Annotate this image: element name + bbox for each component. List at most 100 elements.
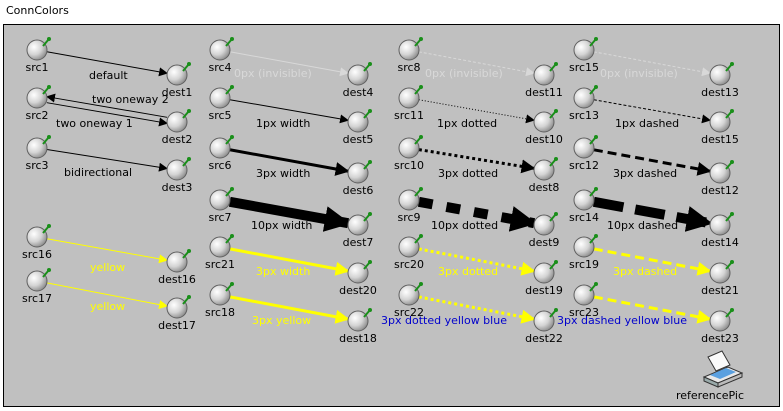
connection-src6-dest6[interactable] bbox=[229, 148, 350, 176]
node-src22[interactable] bbox=[398, 282, 423, 306]
node-label: src10 bbox=[393, 159, 425, 172]
node-dest23[interactable] bbox=[709, 308, 734, 332]
node-src15[interactable] bbox=[573, 37, 598, 61]
connection-src22-dest22[interactable] bbox=[418, 295, 536, 324]
connection-src5-dest5[interactable] bbox=[229, 99, 350, 124]
node-label: dest8 bbox=[528, 181, 560, 194]
node-dest13[interactable] bbox=[709, 62, 734, 86]
connection-layer bbox=[26, 37, 734, 332]
node-src2[interactable] bbox=[26, 85, 51, 109]
node-src4[interactable] bbox=[209, 37, 234, 61]
node-src13[interactable] bbox=[573, 85, 598, 109]
node-label: src15 bbox=[568, 61, 600, 74]
connection-label: 3px width bbox=[256, 265, 311, 278]
connection-label: 3px dotted bbox=[438, 265, 499, 278]
node-src14[interactable] bbox=[573, 187, 598, 211]
node-dest17[interactable] bbox=[166, 295, 191, 319]
node-dest11[interactable] bbox=[533, 62, 558, 86]
node-dest12[interactable] bbox=[709, 160, 734, 184]
connection-label: 0px (invisible) bbox=[234, 67, 312, 80]
node-src1[interactable] bbox=[26, 37, 51, 61]
node-dest3[interactable] bbox=[166, 157, 191, 181]
node-dest5[interactable] bbox=[347, 109, 372, 133]
connection-src12-dest12[interactable] bbox=[593, 148, 712, 176]
node-src6[interactable] bbox=[209, 135, 234, 159]
connection-src7-dest7[interactable] bbox=[228, 196, 351, 232]
connection-src1-dest1[interactable] bbox=[46, 51, 169, 77]
scanner-icon bbox=[702, 350, 744, 388]
connection-label: 3px dotted yellow blue bbox=[381, 314, 507, 327]
node-src3[interactable] bbox=[26, 135, 51, 159]
connection-src10-dest8[interactable] bbox=[418, 148, 536, 174]
node-dest2[interactable] bbox=[166, 109, 191, 133]
node-dest15[interactable] bbox=[709, 109, 734, 133]
node-dest14[interactable] bbox=[709, 212, 734, 236]
node-src16[interactable] bbox=[26, 224, 51, 248]
node-label: src5 bbox=[208, 109, 232, 122]
node-dest20[interactable] bbox=[347, 260, 372, 284]
node-dest19[interactable] bbox=[533, 260, 558, 284]
node-label: dest1 bbox=[161, 86, 193, 99]
node-src20[interactable] bbox=[398, 234, 423, 258]
node-label: src2 bbox=[25, 109, 49, 122]
node-src8[interactable] bbox=[398, 37, 423, 61]
connection-src4-dest4[interactable] bbox=[229, 51, 350, 77]
node-label: src20 bbox=[393, 258, 425, 271]
node-src21[interactable] bbox=[209, 234, 234, 258]
connection-src17-dest17[interactable] bbox=[46, 282, 169, 309]
node-dest9[interactable] bbox=[533, 212, 558, 236]
node-label: src7 bbox=[208, 211, 232, 224]
node-src17[interactable] bbox=[26, 268, 51, 292]
node-src12[interactable] bbox=[573, 135, 598, 159]
node-src9[interactable] bbox=[398, 187, 423, 211]
node-label: src19 bbox=[568, 258, 600, 271]
connection-src21-dest20[interactable] bbox=[229, 247, 350, 276]
connection-label: 3px dashed bbox=[613, 167, 678, 180]
node-label: dest16 bbox=[158, 273, 196, 286]
node-src19[interactable] bbox=[573, 234, 598, 258]
node-label: src22 bbox=[393, 306, 425, 319]
node-label: src12 bbox=[568, 159, 600, 172]
connection-src2-dest2[interactable] bbox=[46, 102, 169, 127]
connection-src9-dest9[interactable] bbox=[417, 196, 537, 232]
node-dest4[interactable] bbox=[347, 62, 372, 86]
connection-src19-dest21[interactable] bbox=[593, 247, 712, 276]
node-dest1[interactable] bbox=[166, 62, 191, 86]
node-src7[interactable] bbox=[209, 187, 234, 211]
node-label: src23 bbox=[568, 306, 600, 319]
node-src10[interactable] bbox=[398, 135, 423, 159]
connection-label: yellow bbox=[90, 300, 126, 313]
node-label: src9 bbox=[397, 211, 421, 224]
connection-dest2-src2[interactable] bbox=[45, 93, 168, 118]
node-dest18[interactable] bbox=[347, 308, 372, 332]
connection-src14-dest14[interactable] bbox=[592, 196, 713, 232]
connection-label: 10px dotted bbox=[431, 219, 499, 232]
node-label: src18 bbox=[204, 306, 236, 319]
node-label: dest3 bbox=[161, 181, 193, 194]
connection-label: bidirectional bbox=[64, 166, 133, 179]
node-src5[interactable] bbox=[209, 85, 234, 109]
node-dest22[interactable] bbox=[533, 308, 558, 332]
reference-pic[interactable]: referencePic bbox=[676, 347, 746, 406]
connection-src23-dest23[interactable] bbox=[593, 295, 712, 324]
connection-label: 0px (invisible) bbox=[600, 67, 678, 80]
node-src23[interactable] bbox=[573, 282, 598, 306]
connection-src8-dest11[interactable] bbox=[418, 51, 536, 77]
node-dest10[interactable] bbox=[533, 109, 558, 133]
node-dest21[interactable] bbox=[709, 260, 734, 284]
connection-src20-dest19[interactable] bbox=[418, 247, 536, 276]
connection-src18-dest18[interactable] bbox=[229, 295, 350, 324]
node-label: dest4 bbox=[342, 86, 374, 99]
node-label: src4 bbox=[208, 61, 232, 74]
connection-src16-dest16[interactable] bbox=[46, 238, 169, 264]
connection-label: 1px dashed bbox=[615, 117, 680, 130]
node-dest8[interactable] bbox=[533, 157, 558, 181]
node-src11[interactable] bbox=[398, 85, 423, 109]
node-dest6[interactable] bbox=[347, 160, 372, 184]
node-label: dest2 bbox=[161, 133, 193, 146]
node-src18[interactable] bbox=[209, 282, 234, 306]
node-dest16[interactable] bbox=[166, 249, 191, 273]
connection-src3-dest3[interactable] bbox=[38, 143, 169, 172]
node-dest7[interactable] bbox=[347, 212, 372, 236]
